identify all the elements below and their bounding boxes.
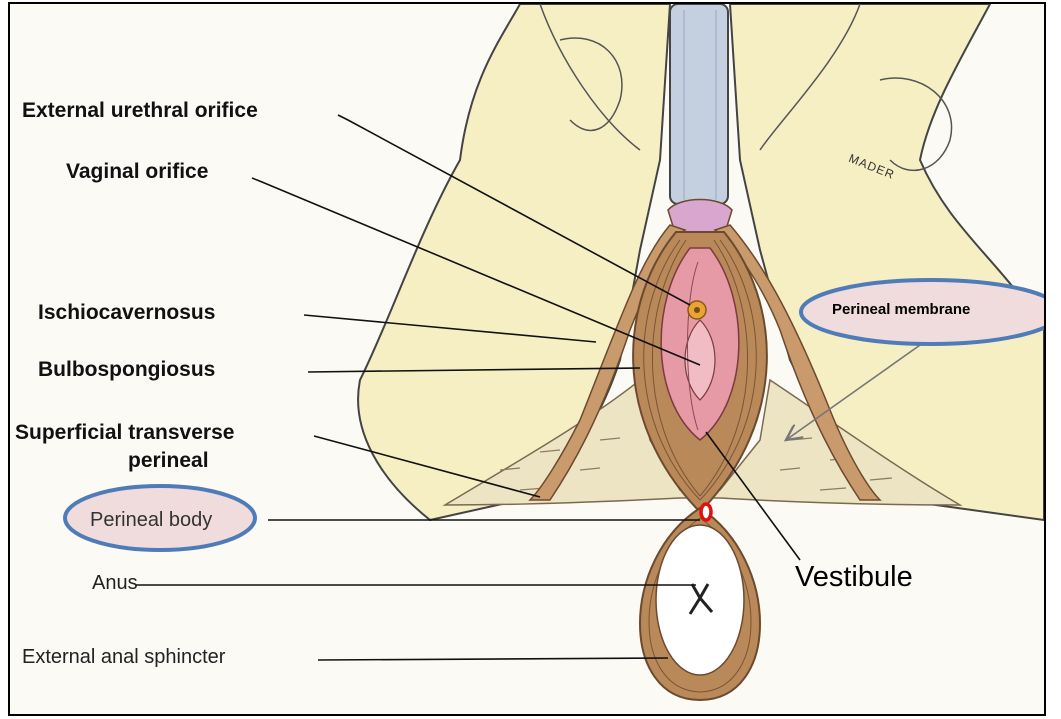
label-perineal-membrane: Perineal membrane	[832, 301, 970, 318]
leader-anal-sphincter	[318, 658, 668, 660]
label-bulbospongiosus: Bulbospongiosus	[38, 358, 215, 382]
label-external-anal-sphincter: External anal sphincter	[22, 646, 225, 669]
label-vestibule: Vestibule	[795, 561, 913, 594]
label-perineal-body: Perineal body	[90, 509, 212, 532]
label-superficial-transverse: Superficial transverse	[15, 421, 234, 445]
pubic-symphysis	[670, 4, 728, 204]
label-vaginal-orifice: Vaginal orifice	[66, 160, 208, 184]
label-superficial-transverse-perineal: perineal	[128, 449, 209, 473]
label-external-urethral-orifice: External urethral orifice	[22, 99, 258, 123]
label-anus: Anus	[92, 572, 138, 595]
label-ischiocavernosus: Ischiocavernosus	[38, 301, 215, 325]
perineal-body-marker	[701, 504, 711, 520]
